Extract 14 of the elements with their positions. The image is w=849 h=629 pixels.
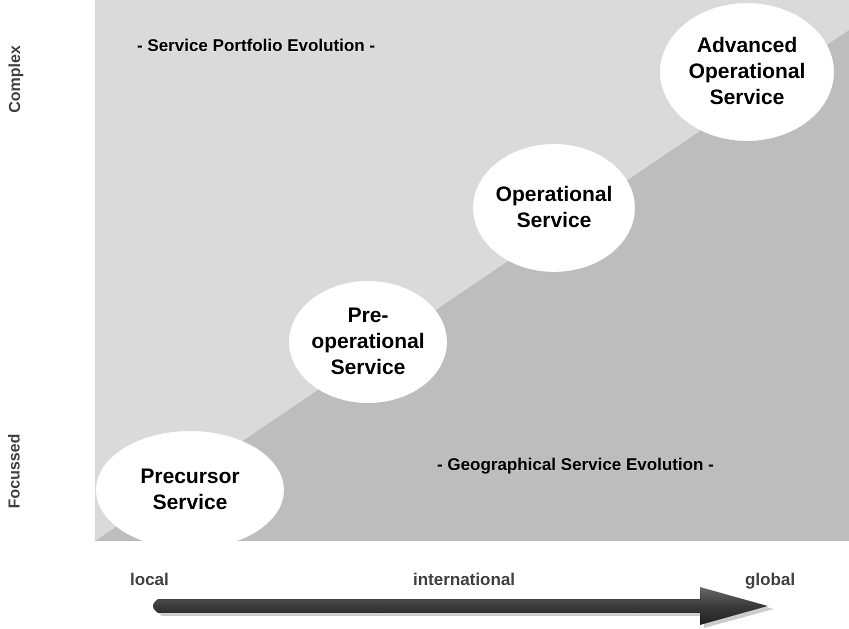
axis-label: global <box>745 570 796 590</box>
service-ellipse <box>472 143 636 273</box>
axis-title: - Geographical Service Evolution - <box>437 455 714 475</box>
service-name: Pre-operational Service <box>310 303 426 381</box>
axis-label: Complex <box>6 45 25 113</box>
axis-label: Focussed <box>6 434 24 508</box>
axis-title: - Service Portfolio Evolution - <box>137 36 376 56</box>
service-name: Precursor Service <box>139 464 241 516</box>
service-ellipse <box>659 2 835 142</box>
axis-label: international <box>413 570 516 590</box>
axis-label: local <box>130 570 169 590</box>
service-name: Advanced Operational Service <box>688 33 806 111</box>
service-ellipse <box>288 280 448 404</box>
service-name: Operational Service <box>494 182 614 234</box>
